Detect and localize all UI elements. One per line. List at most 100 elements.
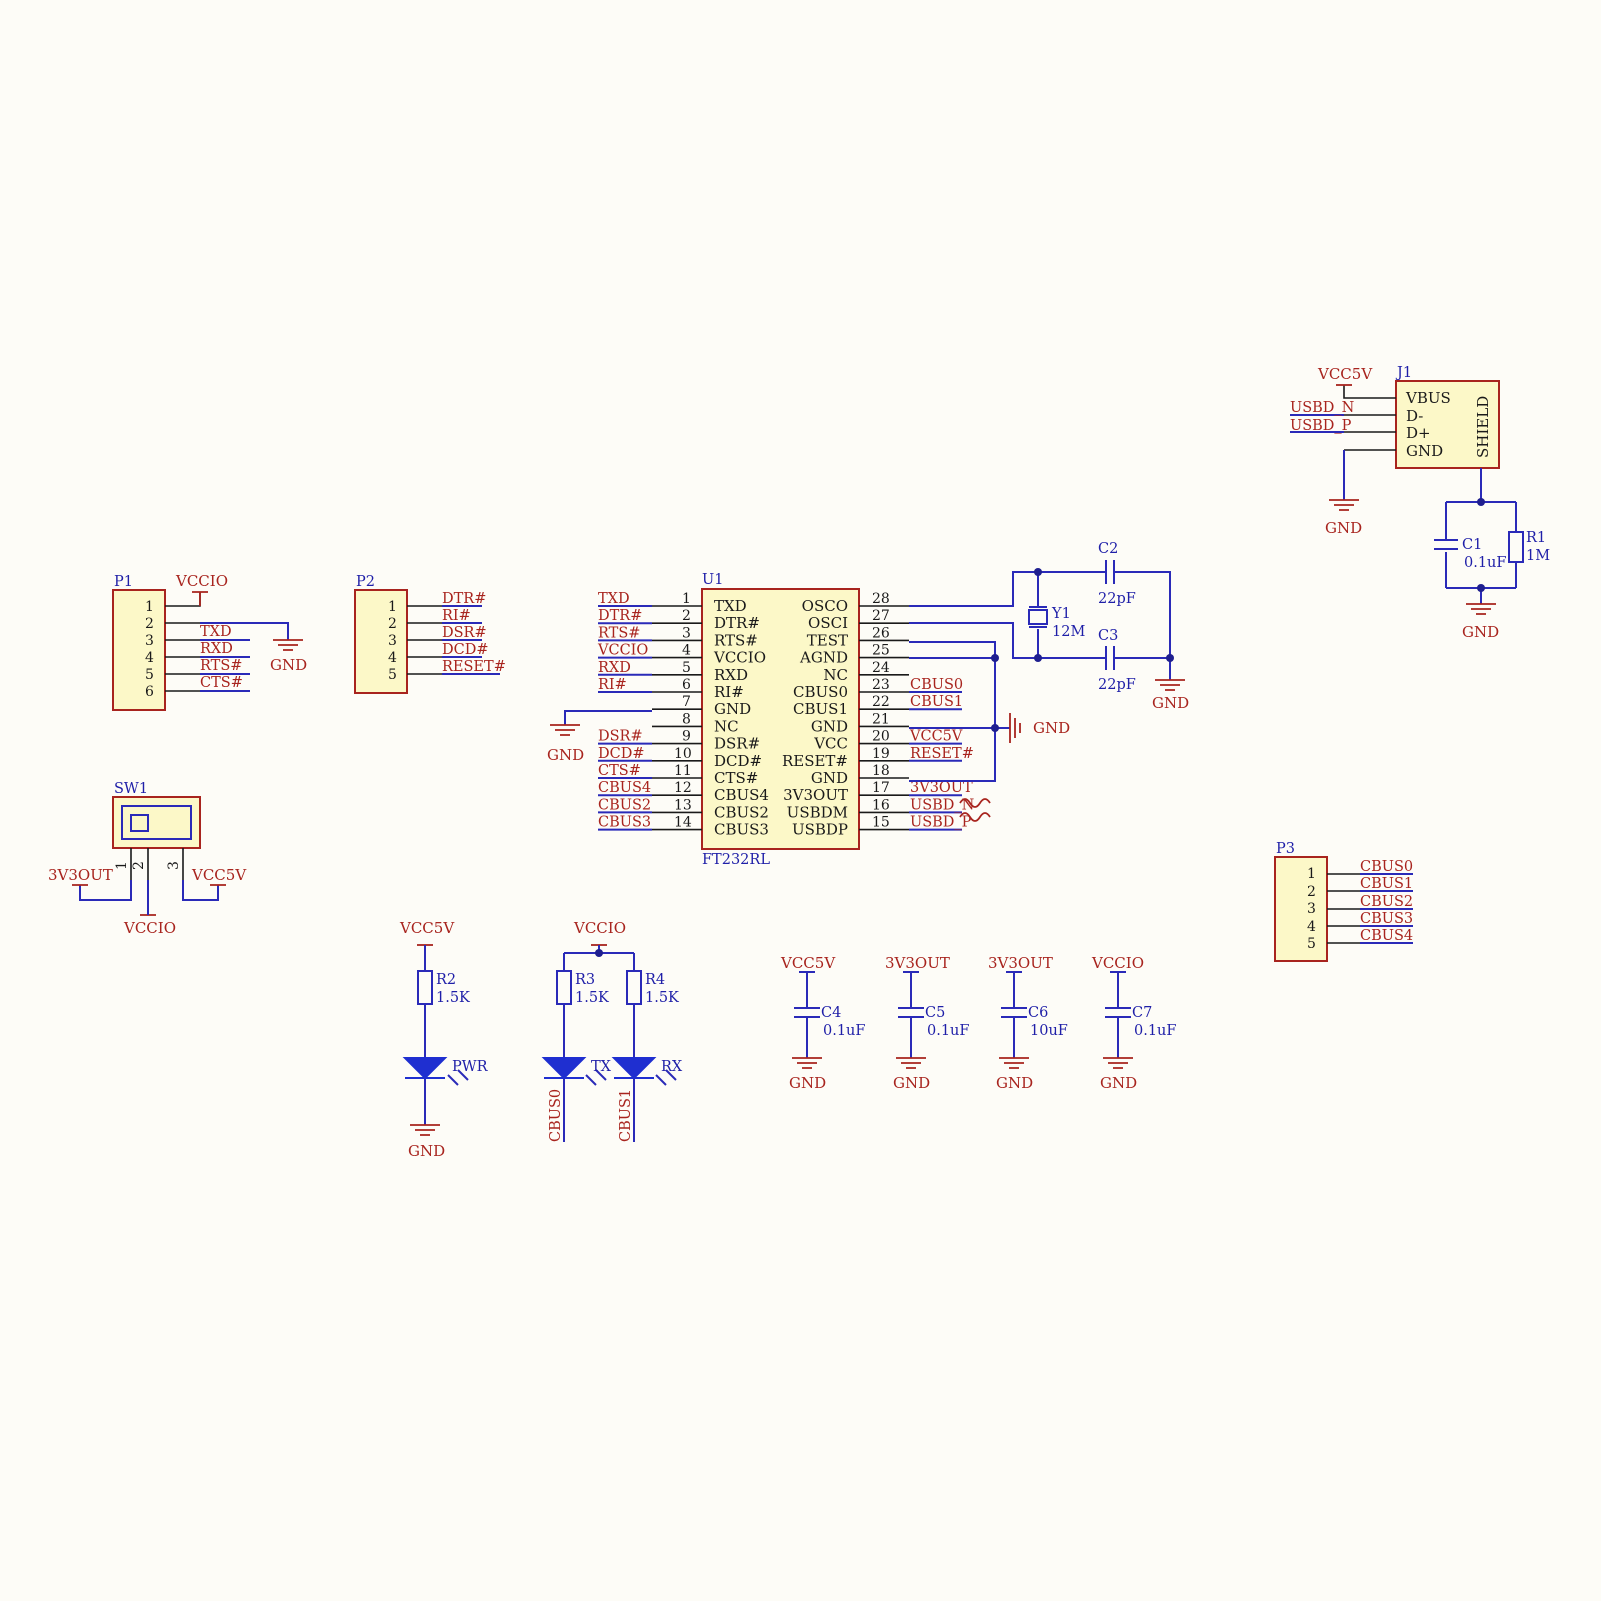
led-tx-rx-circuit: VCCIO R3 1.5K R4 1.5K TX RX CBUS0 CBUS1 [541,919,683,1142]
u1-pin-name-24: NC [823,666,848,684]
u1-pin-name-22: CBUS1 [793,700,848,718]
pwr-led-icon [402,1057,448,1080]
tx-led-icon [541,1057,587,1080]
p1-pin-4: 4 [145,650,154,666]
r1-designator: R1 [1526,530,1546,546]
u1-left-net-12: CBUS4 [598,780,651,796]
decap-power-label: VCC5V [780,954,836,972]
p3-pin-1: 1 [1307,866,1316,882]
u1-pin-name-8: NC [714,717,739,735]
decap-gnd-label: GND [996,1074,1033,1092]
decap-gnd-label: GND [1100,1074,1137,1092]
u1-pin-name-21: GND [811,717,848,735]
led-pwr-label: PWR [452,1059,489,1075]
p3-designator: P3 [1276,841,1295,857]
u1-pin-name-12: CBUS4 [714,786,769,804]
u1-pin-num-2: 2 [682,608,691,624]
c3-capacitor [1105,646,1115,670]
decap-value: 10uF [1030,1023,1068,1039]
u1-right-net-19: RESET# [910,746,974,762]
y1-designator: Y1 [1051,606,1071,622]
j1-gnd2-label: GND [1462,623,1499,641]
led-rx-label: RX [661,1059,683,1075]
decap-gnd-label: GND [789,1074,826,1092]
p1-pin-1: 1 [145,599,154,615]
p2-pin-5: 5 [388,667,397,683]
p3-net-cbus1: CBUS1 [1360,876,1413,892]
p2-net-dcd: DCD# [442,642,489,658]
p1-vccio-symbol [192,591,208,606]
sw1-designator: SW1 [114,781,148,797]
u1-pin-name-16: USBDM [787,803,848,821]
led-tx-net: CBUS0 [548,1089,564,1142]
led-vccio-label: VCCIO [573,919,626,937]
u1-body [701,588,860,850]
decap-designator: C7 [1132,1005,1152,1021]
u1-pin-name-2: DTR# [714,614,760,632]
u1-gnd-right-label: GND [1033,719,1070,737]
led-rx-net: CBUS1 [618,1089,634,1142]
u1-pin-num-27: 27 [872,608,890,624]
u1-pin-num-13: 13 [674,797,692,813]
p1-gnd-label: GND [270,656,307,674]
j1-pin-vbus: VBUS [1405,389,1451,407]
y1-value: 12M [1052,624,1085,640]
u1-pin-name-13: CBUS2 [714,803,769,821]
u1-pin-num-28: 28 [872,591,890,607]
u1-right-net-20: VCC5V [909,729,963,745]
r2-designator: R2 [436,972,456,988]
sw1-3v3out-label: 3V3OUT [48,866,113,884]
u1-pin-num-9: 9 [682,729,691,745]
decap-value: 0.1uF [927,1023,969,1039]
crystal-network: Y1 12M C2 22pF C3 22pF GND [909,541,1189,712]
u1-gnd-left-symbol [550,724,580,736]
decap-power-label: VCCIO [1091,954,1144,972]
u1-pin-name-18: GND [811,769,848,787]
c2-capacitor [1105,560,1115,584]
decap-gnd-label: GND [893,1074,930,1092]
j1-gnd-symbol [1329,499,1359,511]
connector-p1: P1 1 2 3 4 5 6 VCCIO GND TXD RXD RTS# CT… [112,572,307,711]
j1-pin-shield: SHIELD [1474,396,1492,458]
j1-designator: J1 [1395,365,1412,381]
u1-gnd-right-symbol [1009,713,1021,743]
u1-pin-name-15: USBDP [792,821,848,839]
p2-designator: P2 [356,574,375,590]
u1-left-net-13: CBUS2 [598,797,651,813]
u1-pin-num-6: 6 [682,677,691,693]
p3-pin-5: 5 [1307,936,1316,952]
p3-pin-3: 3 [1307,901,1316,917]
u1-pin-num-10: 10 [674,746,692,762]
sw1-vcc5v-label: VCC5V [191,866,247,884]
u1-left-net-4: VCCIO [597,643,648,659]
p2-net-ri: RI# [442,608,471,624]
j1-gnd2-symbol [1466,603,1496,615]
c1-capacitor [1434,539,1458,550]
p2-net-dsr: DSR# [442,625,487,641]
u1-right-net-15: USBD_P [910,815,972,831]
decap-value: 0.1uF [1134,1023,1176,1039]
p2-pin-1: 1 [388,599,397,615]
u1-pin-name-27: OSCI [808,614,848,632]
p2-body [354,589,408,694]
c2-value: 22pF [1098,591,1136,607]
p1-body [112,589,166,711]
u1-pin-num-4: 4 [682,643,691,659]
p1-net-rxd: RXD [200,641,233,657]
u1-pin-name-10: DCD# [714,752,762,770]
rx-led-icon [611,1057,657,1080]
u1-pin-num-1: 1 [682,591,691,607]
p1-vccio-label: VCCIO [175,572,228,590]
gnd-icon [896,1057,926,1069]
u1-pin-num-16: 16 [872,797,890,813]
u1-pin-name-28: OSCO [802,597,848,615]
r3-resistor [556,970,572,1005]
decap-c7: VCCIO C7 0.1uF GND [1091,954,1176,1092]
u1-pin-name-5: RXD [714,666,748,684]
u1-left-net-6: RI# [598,677,627,693]
usb-connector-j1: J1 VBUS D- D+ GND SHIELD VCC5V USBD_N US… [1290,365,1550,641]
